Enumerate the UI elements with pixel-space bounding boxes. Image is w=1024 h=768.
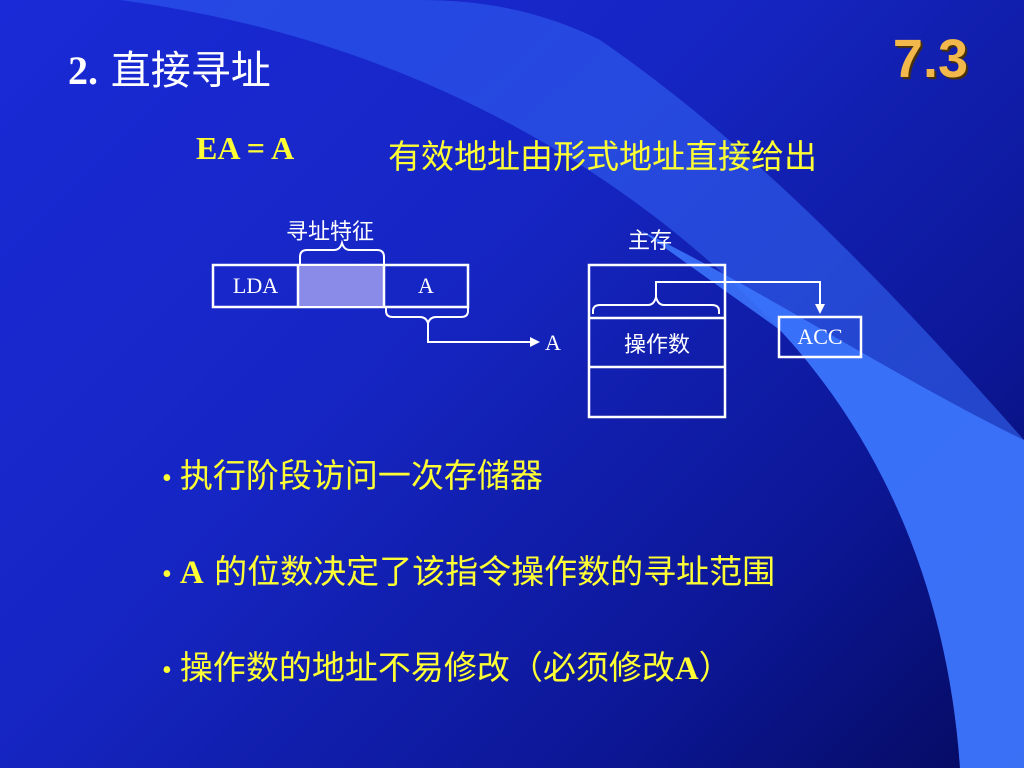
addressing-feature-label: 寻址特征 <box>286 220 375 245</box>
address-field: A <box>418 273 434 298</box>
instruction-box <box>211 263 470 309</box>
ea-description: 有效地址由形式地址直接给出 <box>388 137 817 176</box>
acc-box <box>777 315 863 359</box>
bullet-2-text: 的位数决定了该指令操作数的寻址范围 <box>203 552 776 591</box>
acc-label: ACC <box>797 324 843 349</box>
slide-title: 2. 直接寻址 <box>68 38 271 96</box>
bullet-3-text: 操作数的地址不易修改（必须修改 <box>179 648 675 687</box>
bullet-marker: • <box>162 463 172 494</box>
swoosh-tail <box>640 230 1024 768</box>
feature-brace <box>299 239 385 265</box>
title-text: 直接寻址 <box>110 48 271 94</box>
bullet-3-tail: ） <box>698 648 732 687</box>
bullet-1: •执行阶段访问一次存储器 <box>162 449 543 497</box>
operand-brace <box>592 296 720 314</box>
addressing-feature-field <box>298 266 384 306</box>
operand-arrow-head <box>815 304 825 314</box>
bullet-marker: • <box>162 559 172 590</box>
title-number: 2. <box>68 48 98 93</box>
address-arrow-line <box>427 323 532 343</box>
address-arrow-head <box>530 337 540 347</box>
bullet-3-em: A <box>674 651 699 687</box>
bullet-2: •A 的位数决定了该指令操作数的寻址范围 <box>162 545 775 593</box>
bullet-2-lead: A <box>179 555 204 591</box>
operand-cell: 操作数 <box>623 332 690 358</box>
memory-box <box>587 263 727 419</box>
opcode-field: LDA <box>232 273 279 298</box>
bullet-marker: • <box>162 655 172 686</box>
memory-label: 主存 <box>628 229 673 254</box>
ea-formula: EA = A <box>196 130 295 166</box>
section-number: 7.3 <box>892 29 968 89</box>
address-pointer-label: A <box>545 330 561 355</box>
bullet-3: •操作数的地址不易修改（必须修改A） <box>162 641 732 689</box>
operand-arrow-line <box>655 281 821 305</box>
address-brace <box>385 307 469 327</box>
bullet-1-text: 执行阶段访问一次存储器 <box>179 456 543 495</box>
